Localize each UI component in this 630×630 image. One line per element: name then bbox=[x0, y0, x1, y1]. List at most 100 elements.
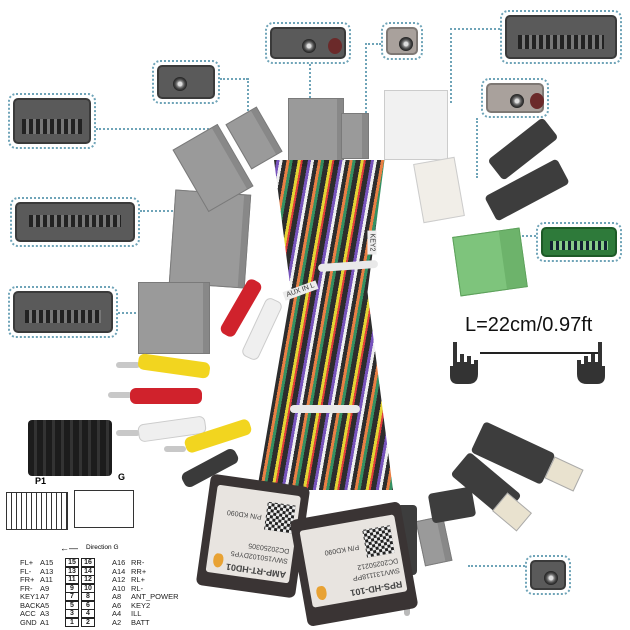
fakra-light-connector-icon bbox=[486, 83, 544, 113]
connector-line-drawing-right bbox=[74, 490, 134, 528]
leader-line bbox=[476, 118, 478, 178]
harness-plug-24pin bbox=[384, 90, 448, 160]
pin-left-code: A3 bbox=[40, 609, 50, 618]
pointing-hand-left-icon bbox=[450, 342, 478, 384]
leader-line bbox=[140, 210, 184, 212]
pin-left-name: GND bbox=[20, 617, 37, 627]
rca-yellow-plug bbox=[137, 353, 211, 379]
connector-24pin-icon bbox=[505, 15, 617, 59]
harness-plug-fakra-dual bbox=[288, 98, 344, 166]
pin-right-name: ANT_POWER bbox=[131, 592, 179, 601]
cable-tie bbox=[290, 405, 360, 413]
rps-module-label: RPS-HD-101 SWV131118PP DC20250212 P/N KD… bbox=[299, 514, 408, 608]
fakra-single-connector-icon bbox=[386, 27, 418, 55]
leader-line bbox=[220, 78, 248, 80]
leader-line bbox=[450, 28, 500, 30]
pin-left-code: A7 bbox=[40, 592, 50, 601]
pin-left-code: A9 bbox=[40, 583, 50, 593]
pin-number-right: 2 bbox=[81, 617, 95, 627]
pin-right-name: RR+ bbox=[131, 566, 147, 576]
pin-right-name: ILL bbox=[131, 609, 142, 618]
pin-left-name: KEY1 bbox=[20, 592, 40, 601]
rca-tip bbox=[116, 430, 140, 436]
pin-right-code: A10 bbox=[112, 583, 126, 593]
rca-tip bbox=[108, 392, 132, 398]
harness-plug-fakra-single bbox=[341, 113, 369, 159]
pin-right-code: A2 bbox=[112, 617, 122, 627]
callout-top-fakra-single bbox=[381, 22, 423, 60]
cable-length-label: L=22cm/0.97ft bbox=[465, 314, 593, 336]
callout-top-fakra-dual bbox=[265, 22, 351, 64]
pin-left-code: A11 bbox=[40, 575, 53, 584]
pin-left-code: A1 bbox=[40, 617, 50, 627]
pin-left-name: FL+ bbox=[20, 558, 34, 567]
callout-top-right-24pin bbox=[500, 10, 622, 64]
key2-tag: KEY2 bbox=[367, 230, 377, 255]
pin-right-name: RR- bbox=[131, 558, 145, 567]
connector-20pin-icon bbox=[13, 291, 113, 333]
callout-right-fakra-light bbox=[481, 78, 549, 118]
module-model: AMP-RT-HD01 bbox=[225, 561, 287, 580]
pin-right-code: A6 bbox=[112, 600, 122, 610]
leader-line bbox=[365, 43, 381, 45]
pin-right-code: A8 bbox=[112, 592, 122, 601]
pointing-hand-right-icon bbox=[577, 342, 605, 384]
pin-left-name: FL- bbox=[20, 566, 32, 576]
pin-number-left: 1 bbox=[65, 617, 79, 627]
callout-right-green-connector bbox=[536, 222, 622, 262]
leader-line bbox=[468, 565, 525, 567]
callout-bottom-right-fakra bbox=[525, 555, 571, 595]
callout-left-32pin bbox=[10, 197, 140, 247]
callout-left-16pin bbox=[8, 93, 96, 149]
pin-right-code: A16 bbox=[112, 558, 126, 567]
direction-label: Direction G bbox=[86, 544, 119, 551]
pin-left-code: A15 bbox=[40, 558, 54, 567]
connector-16pin-icon bbox=[13, 98, 91, 144]
black-pin-plug bbox=[427, 486, 477, 524]
p1-connector-photo bbox=[28, 420, 112, 476]
leader-line bbox=[309, 64, 311, 98]
pin-right-name: RL- bbox=[131, 583, 144, 593]
leader-line bbox=[96, 128, 216, 130]
harness-plug-bottom-fakra bbox=[415, 515, 453, 567]
pin-right-name: BATT bbox=[131, 617, 150, 627]
brand-flame-icon bbox=[212, 552, 225, 569]
connector-32pin-icon bbox=[15, 202, 135, 242]
direction-arrow-icon: ←— bbox=[60, 543, 78, 553]
pin-left-name: FR- bbox=[20, 583, 33, 593]
measure-line bbox=[480, 352, 598, 354]
pin-right-name: RL+ bbox=[131, 575, 145, 584]
p1-label: P1 bbox=[35, 476, 47, 486]
fakra-bottom-connector-icon bbox=[530, 560, 566, 590]
pin-left-name: BACK bbox=[20, 600, 41, 610]
rca-tip bbox=[116, 362, 140, 368]
pin-right-name: KEY2 bbox=[131, 600, 151, 610]
connector-line-drawing-left bbox=[6, 492, 68, 530]
pin-right-code: A14 bbox=[112, 566, 126, 576]
module-part-number: P/N KD090 bbox=[323, 542, 360, 556]
harness-plug-fakra-light bbox=[413, 156, 465, 224]
amp-module-label: AMP-RT-HD01 SWV150102DYP5 DC20250305 P/N… bbox=[205, 484, 301, 584]
leader-line bbox=[365, 43, 367, 113]
fakra-dual-connector-icon bbox=[270, 27, 346, 59]
module-part-number: P/N KD090 bbox=[226, 508, 263, 521]
rca-red-plug bbox=[130, 388, 202, 404]
rps-module: RPS-HD-101 SWV131118PP DC20250212 P/N KD… bbox=[289, 501, 419, 627]
brand-flame-icon bbox=[315, 585, 328, 601]
leader-line bbox=[247, 78, 249, 118]
pin-left-name: FR+ bbox=[20, 575, 35, 584]
callout-left-20pin bbox=[8, 286, 118, 338]
qr-code-icon bbox=[362, 525, 395, 558]
pin-left-code: A13 bbox=[40, 566, 54, 576]
g-label: G bbox=[118, 472, 126, 482]
pin-right-code: A4 bbox=[112, 609, 122, 618]
leader-line bbox=[510, 235, 536, 237]
pin-right-code: A12 bbox=[112, 575, 126, 584]
leader-line bbox=[450, 28, 452, 103]
pin-left-name: ACC bbox=[20, 609, 36, 618]
module-model: RPS-HD-101 bbox=[349, 579, 404, 598]
harness-plug-green bbox=[452, 227, 528, 297]
antenna-connector-icon bbox=[157, 65, 215, 99]
green-connector-icon bbox=[541, 227, 617, 257]
